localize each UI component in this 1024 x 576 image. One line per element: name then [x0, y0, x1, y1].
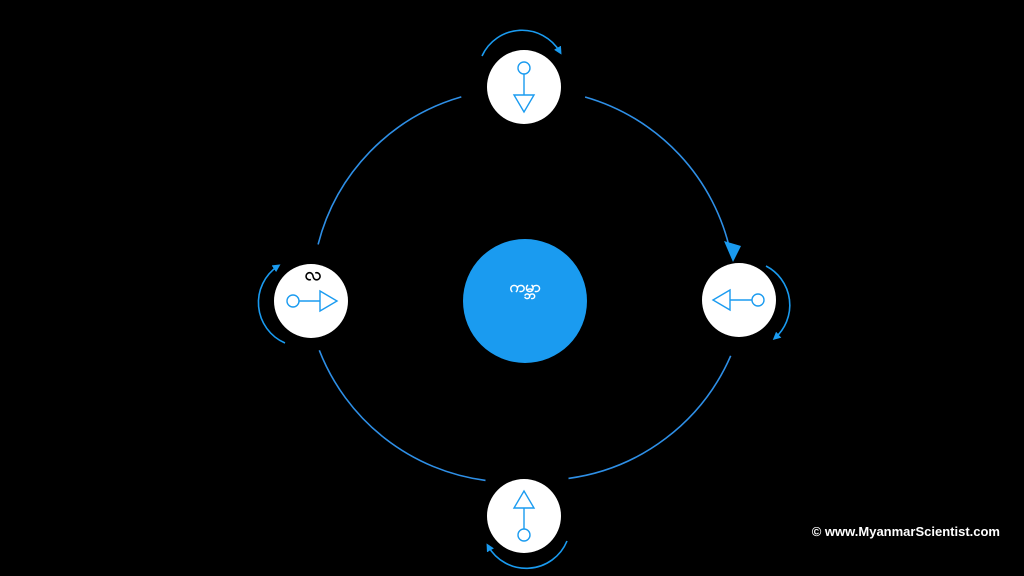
direction-arrow-down-icon — [512, 61, 536, 114]
earth-circle — [463, 239, 587, 363]
moon-left — [257, 264, 348, 344]
rotation-arrow-left — [257, 264, 286, 344]
orbit-arc-bottom-left — [318, 350, 486, 482]
copyright-text: © www.MyanmarScientist.com — [811, 524, 1000, 539]
moon-bottom — [486, 479, 568, 570]
moon-right — [702, 263, 791, 340]
orbit-arc-top-left — [317, 96, 462, 245]
rotation-arrow-top — [481, 29, 562, 57]
direction-arrow-left-icon — [711, 288, 765, 312]
rotation-arrow-bottom — [486, 540, 568, 570]
direction-arrow-up-icon — [512, 489, 536, 542]
direction-arrow-right-icon — [286, 289, 339, 313]
moon-label: လ — [304, 264, 322, 285]
moon-top — [481, 29, 562, 124]
orbit-direction-arrowhead — [724, 241, 741, 262]
rotation-arrow-right — [765, 265, 791, 340]
orbit-arc-top-right — [584, 96, 732, 253]
earth-label: ကမ္ဘာ — [509, 277, 541, 296]
orbit-arc-bottom-right — [568, 355, 732, 480]
